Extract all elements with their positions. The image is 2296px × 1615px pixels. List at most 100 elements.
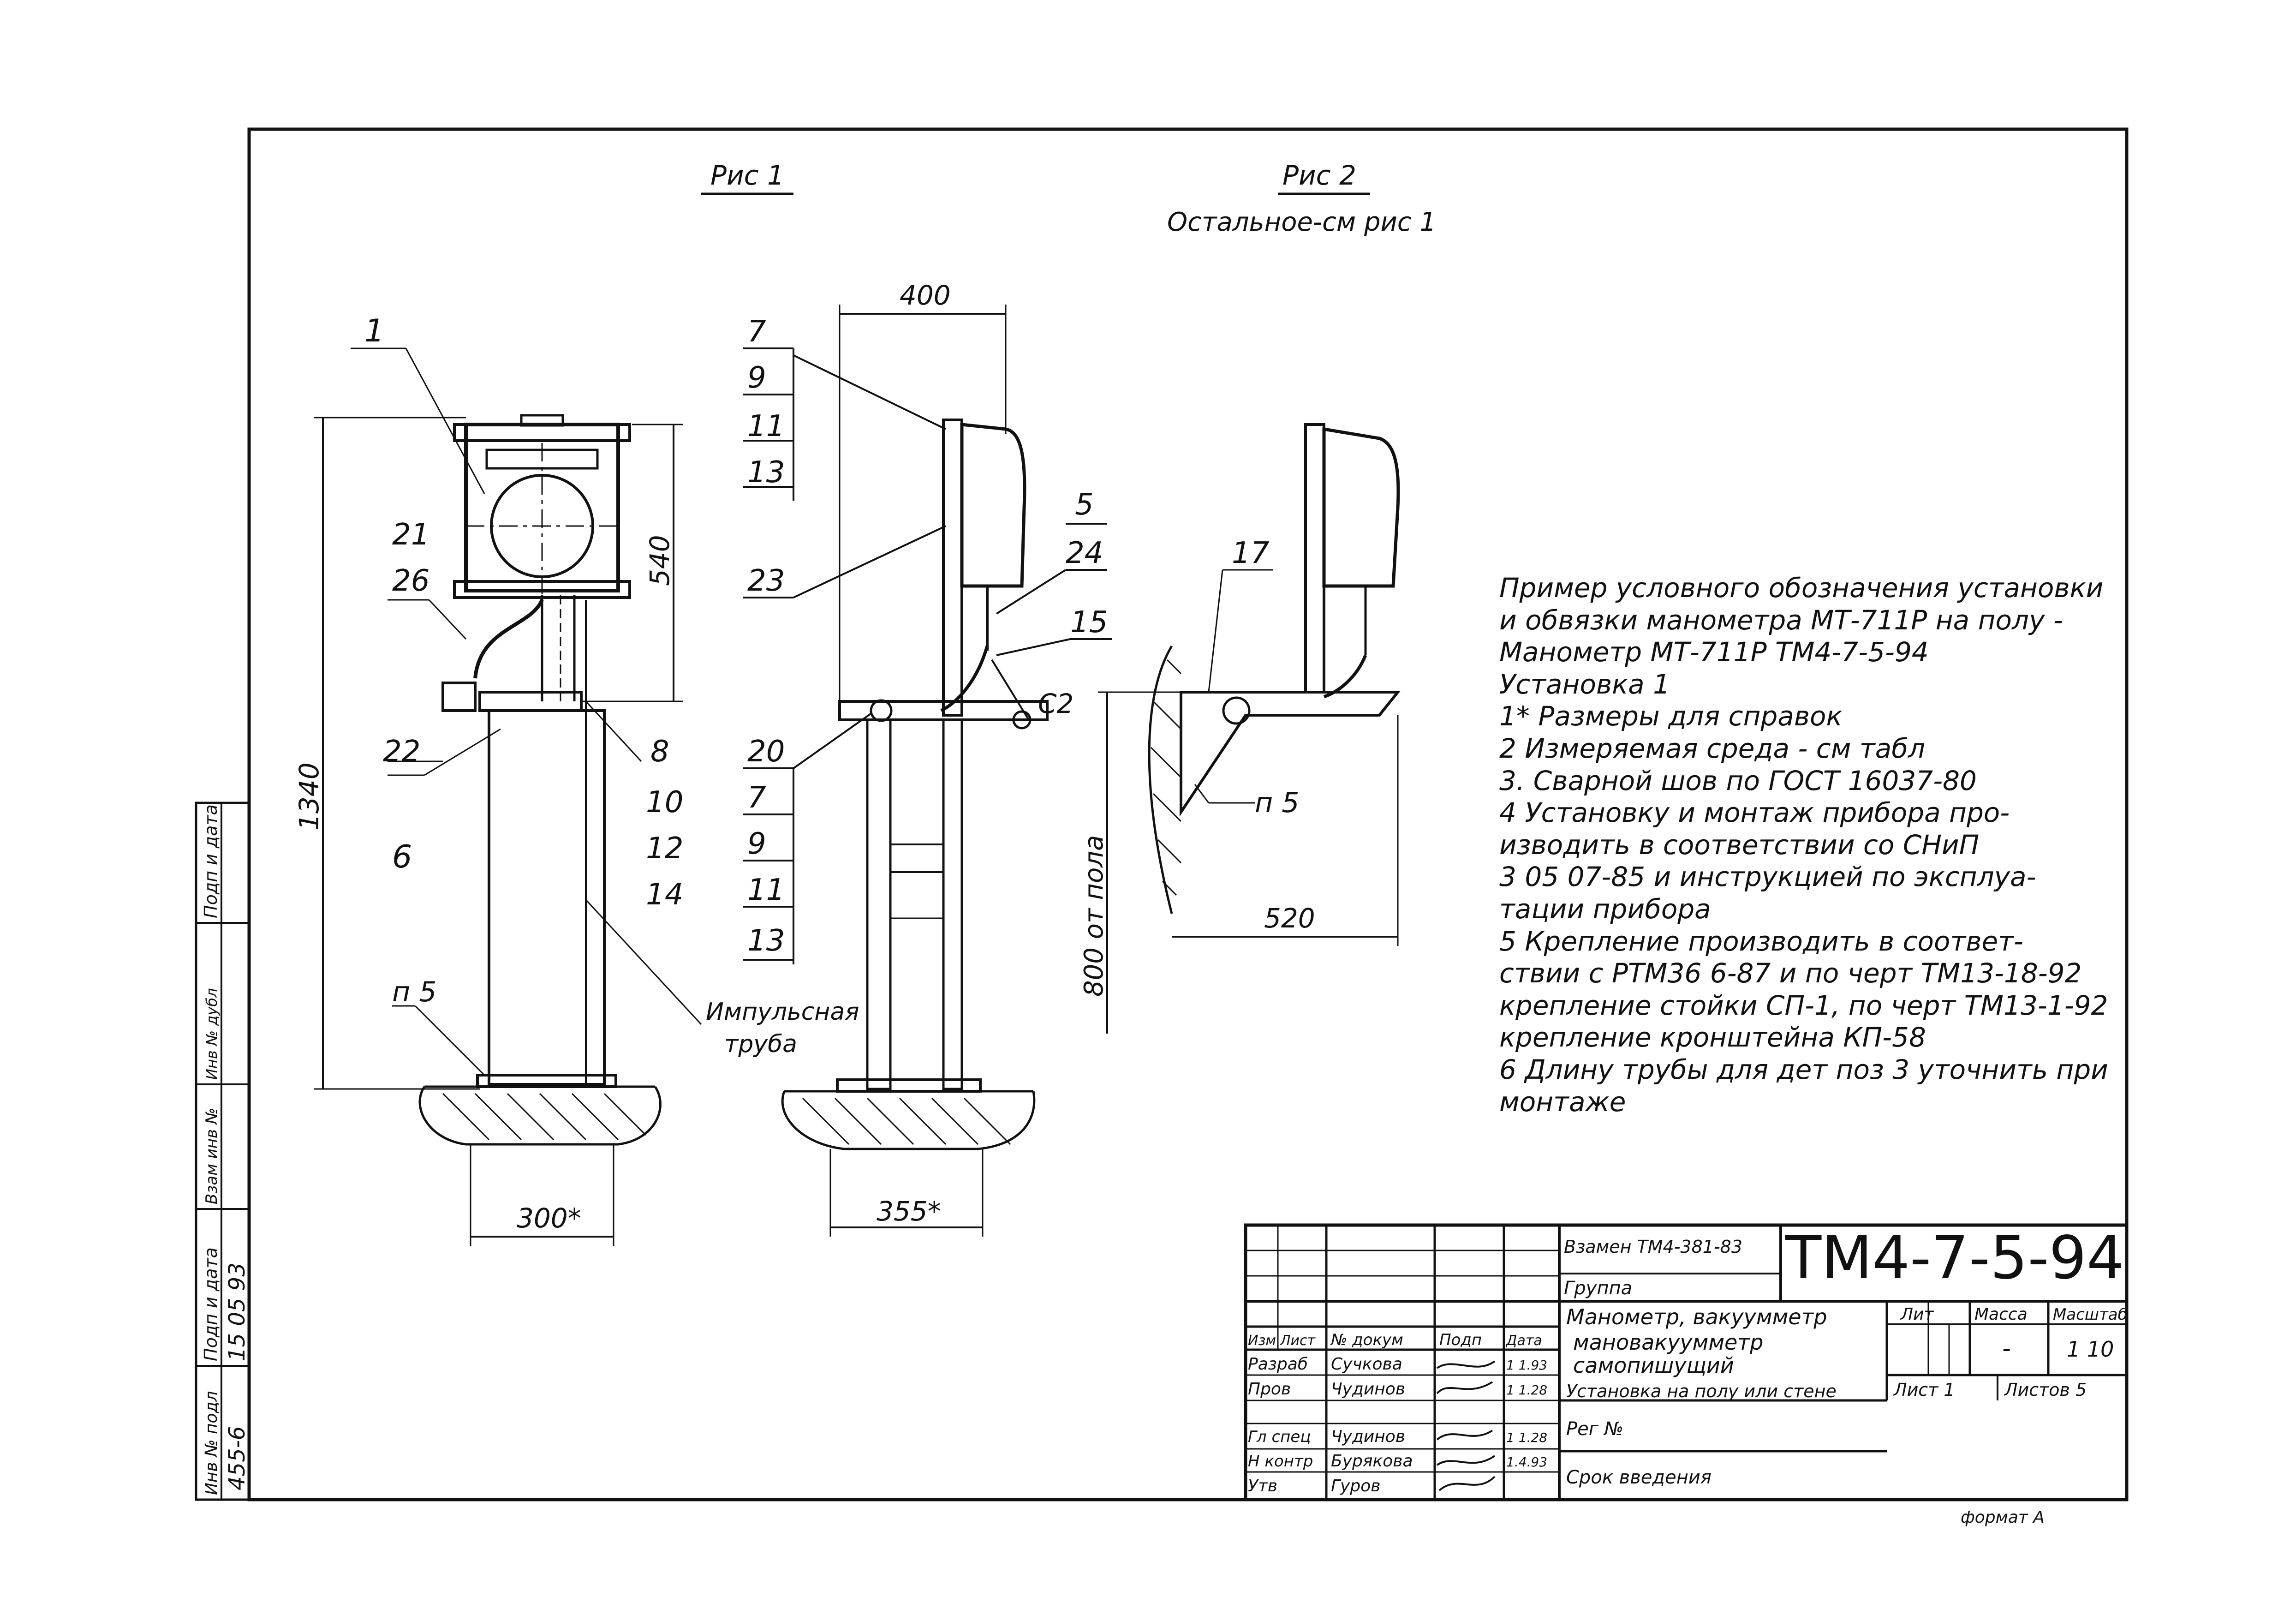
tb-date-2: 1 1.28 xyxy=(1506,1430,1547,1445)
callout-24: 24 xyxy=(1066,536,1103,570)
tb-lit-label: Лит xyxy=(1900,1305,1934,1324)
tb-name-1: Чудинов xyxy=(1331,1380,1405,1399)
note-line: Манометр МТ-711Р ТМ4-7-5-94 xyxy=(1499,636,1929,668)
callout-26: 26 xyxy=(392,564,429,598)
callout-c2: С2 xyxy=(1038,688,1073,719)
tb-name-3: Бурякова xyxy=(1331,1452,1413,1471)
tb-col-date: Дата xyxy=(1505,1333,1542,1349)
stamp-inv-no: 455-6 xyxy=(224,1426,250,1490)
callout-20: 20 xyxy=(747,735,785,769)
callout-17: 17 xyxy=(1232,536,1270,570)
impulse-pipe-label-1: Импульсная xyxy=(706,998,859,1026)
callout-7b: 7 xyxy=(747,781,766,815)
callout-13b: 13 xyxy=(747,924,785,958)
tb-role-4: Утв xyxy=(1248,1477,1277,1495)
mounting-plate xyxy=(942,419,963,717)
note-line: монтаже xyxy=(1499,1086,1626,1118)
callout-9b: 9 xyxy=(747,827,766,861)
callout-14: 14 xyxy=(646,878,683,912)
tb-intro-date: Срок введения xyxy=(1566,1467,1712,1488)
tb-title-line-2: мановакуумметр xyxy=(1573,1330,1763,1355)
note-line: и обвязки манометра МТ-711Р на полу - xyxy=(1499,604,2063,636)
callout-9a: 9 xyxy=(747,361,766,395)
tb-role-1: Пров xyxy=(1248,1380,1291,1399)
tb-sheet: Лист 1 xyxy=(1893,1380,1955,1400)
tb-reg-no: Рег № xyxy=(1566,1418,1623,1440)
stamp-label-4: Подп и дата xyxy=(201,1247,221,1361)
tb-date-3: 1.4.93 xyxy=(1506,1454,1547,1470)
note-line: тации прибора xyxy=(1499,893,1711,925)
note-line: ствии с РТМ36 6-87 и по черт ТМ13-18-92 xyxy=(1499,957,2082,989)
fig2-title: Рис 2 xyxy=(1282,160,1356,191)
tb-scale-value: 1 10 xyxy=(2067,1337,2114,1362)
notes-block: Пример условного обозначения установки и… xyxy=(1499,572,2154,1118)
stamp-label-2: Инв № дубл xyxy=(203,988,221,1080)
tb-title-line-4: Установка на полу или стене xyxy=(1566,1381,1837,1401)
figure-3-wall-mount xyxy=(1098,423,1401,1034)
tb-role-2: Гл спец xyxy=(1248,1428,1311,1446)
stamp-label-1: Подп и дата xyxy=(201,804,221,918)
callout-6: 6 xyxy=(392,839,412,875)
signature-4 xyxy=(1438,1476,1496,1491)
note-line: 1* Размеры для справок xyxy=(1499,700,1843,732)
tb-group: Группа xyxy=(1564,1278,1632,1299)
stand-column xyxy=(488,709,606,1086)
note-line: 6 Длину трубы для дет поз 3 уточнить при xyxy=(1499,1053,2108,1085)
dim-355-text: 355* xyxy=(877,1196,941,1227)
callout-21: 21 xyxy=(392,518,429,552)
callout-15: 15 xyxy=(1070,605,1108,640)
callout-11b: 11 xyxy=(747,873,785,907)
tb-role-0: Разраб xyxy=(1248,1355,1308,1374)
tb-role-3: Н контр xyxy=(1248,1452,1313,1471)
tb-date-0: 1 1.93 xyxy=(1506,1358,1547,1373)
note-line: 2 Измеряемая среда - см табл xyxy=(1499,732,1926,764)
dim-1340-text: 1340 xyxy=(293,762,325,831)
callout-11a: 11 xyxy=(747,409,785,443)
callout-10: 10 xyxy=(646,785,683,819)
figure-1-stand xyxy=(314,192,793,1246)
tb-title-line-1: Манометр, вакуумметр xyxy=(1566,1304,1827,1329)
tb-date-1: 1 1.28 xyxy=(1506,1382,1547,1398)
stamp-label-3: Взам инв № xyxy=(203,1108,221,1204)
callout-7a: 7 xyxy=(747,315,766,349)
tb-mass-value: - xyxy=(2002,1335,2011,1363)
callout-p5-fig3: п 5 xyxy=(1255,787,1299,819)
callout-22: 22 xyxy=(383,735,420,769)
manometer-side xyxy=(960,423,1026,588)
signature-3 xyxy=(1436,1455,1496,1466)
tb-replaces: Взамен ТМ4-381-83 xyxy=(1564,1237,1742,1257)
callout-8: 8 xyxy=(650,735,669,769)
impulse-pipe-label-2: труба xyxy=(724,1030,797,1058)
dim-540-text: 540 xyxy=(644,535,675,586)
callout-1: 1 xyxy=(364,313,384,349)
note-line: изводить в соответствии со СНиП xyxy=(1499,829,1980,861)
note-line: крепление кронштейна КП-58 xyxy=(1499,1022,1926,1053)
dim-800-text: 800 от пола xyxy=(1079,835,1109,997)
note-line: 4 Установку и монтаж прибора про- xyxy=(1499,797,2010,829)
note-line: крепление стойки СП-1, по черт ТМ13-1-92 xyxy=(1499,989,2108,1021)
wall-section xyxy=(1148,645,1173,914)
note-line: Установка 1 xyxy=(1499,668,1670,700)
callout-5: 5 xyxy=(1075,488,1094,522)
note-line: Пример условного обозначения установки xyxy=(1499,572,2104,604)
callout-13a: 13 xyxy=(747,455,785,490)
bracket xyxy=(1180,691,1401,817)
note-line: 5 Крепление производить в соответ- xyxy=(1499,925,2023,957)
tb-title-line-3: самопишущий xyxy=(1573,1353,1734,1378)
stamp-label-5: Инв № подл xyxy=(202,1391,221,1495)
tb-col-list: Лист xyxy=(1280,1333,1316,1349)
dim-520-text: 520 xyxy=(1264,903,1315,934)
fig2-subtitle: Остальное-см рис 1 xyxy=(1167,207,1436,237)
note-line: 3 05 07-85 и инструкцией по эксплуа- xyxy=(1499,861,2036,893)
callout-23: 23 xyxy=(747,564,785,598)
tb-sheets: Листов 5 xyxy=(2004,1380,2087,1400)
tb-format: формат А xyxy=(1961,1508,2045,1527)
dim-400-text: 400 xyxy=(900,280,951,311)
side-stamp xyxy=(195,802,250,1501)
tb-name-4: Гуров xyxy=(1331,1477,1380,1495)
fig1-title: Рис 1 xyxy=(710,160,784,191)
note-line: 3. Сварной шов по ГОСТ 16037-80 xyxy=(1499,765,1977,796)
tb-scale-label: Масштаб xyxy=(2053,1305,2128,1324)
stamp-date: 15 05 93 xyxy=(224,1262,250,1361)
signature-0 xyxy=(1436,1360,1496,1369)
